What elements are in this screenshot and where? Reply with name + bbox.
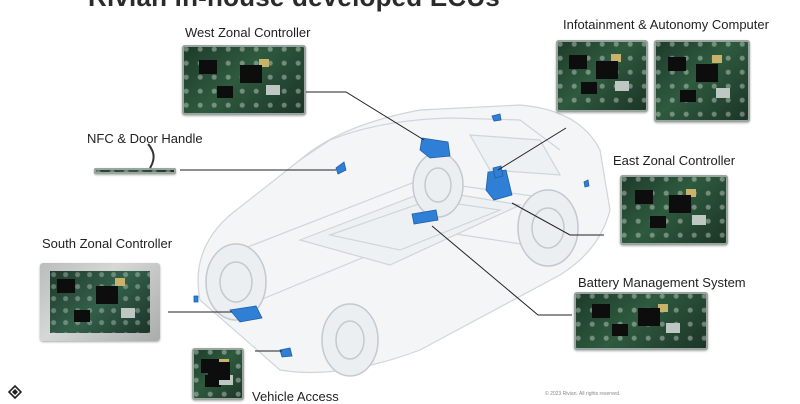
side-module	[193, 295, 199, 303]
south-ecu-module	[229, 305, 263, 323]
battery-management-label: Battery Management System	[578, 275, 746, 290]
infotainment-leader	[497, 127, 567, 171]
east-ecu-module	[485, 169, 513, 201]
leader-lines	[168, 91, 604, 352]
infotainment-board-right	[654, 40, 750, 122]
west-ecu-module	[419, 137, 451, 159]
south-zonal-controller-board	[40, 263, 160, 341]
vehicle-outline	[197, 104, 611, 374]
infotainment-autonomy-label: Infotainment & Autonomy Computer	[563, 17, 769, 32]
vehicle-access-board	[192, 348, 244, 400]
west-leader	[306, 91, 425, 141]
mirror-module	[491, 113, 502, 122]
copyright-footer: © 2023 Rivian. All rights reserved.	[545, 391, 621, 397]
rivian-logo-icon	[8, 385, 22, 399]
battery-ecu-module	[411, 209, 439, 225]
west-zonal-controller-label: West Zonal Controller	[185, 25, 311, 40]
battery-leader	[431, 225, 572, 316]
nfc-door-handle-board	[94, 168, 176, 174]
vehicle-access-label: Vehicle Access	[252, 389, 339, 404]
east-leader	[511, 202, 604, 236]
page-title: Rivian in-house developed ECUs	[88, 0, 500, 13]
wheels	[205, 152, 579, 377]
east-zonal-controller-label: East Zonal Controller	[613, 153, 736, 168]
rear-module	[583, 179, 590, 188]
battery-management-board	[574, 292, 708, 350]
vehicle-access-module	[279, 347, 293, 358]
nfc-door-handle-label: NFC & Door Handle	[87, 131, 203, 146]
infotainment-board-left	[556, 40, 648, 112]
nfc-ecu-module	[335, 161, 347, 175]
east-zonal-controller-board	[620, 175, 728, 245]
south-zonal-controller-label: South Zonal Controller	[42, 236, 173, 251]
west-zonal-controller-board	[182, 45, 306, 115]
ecu-modules	[193, 113, 590, 358]
